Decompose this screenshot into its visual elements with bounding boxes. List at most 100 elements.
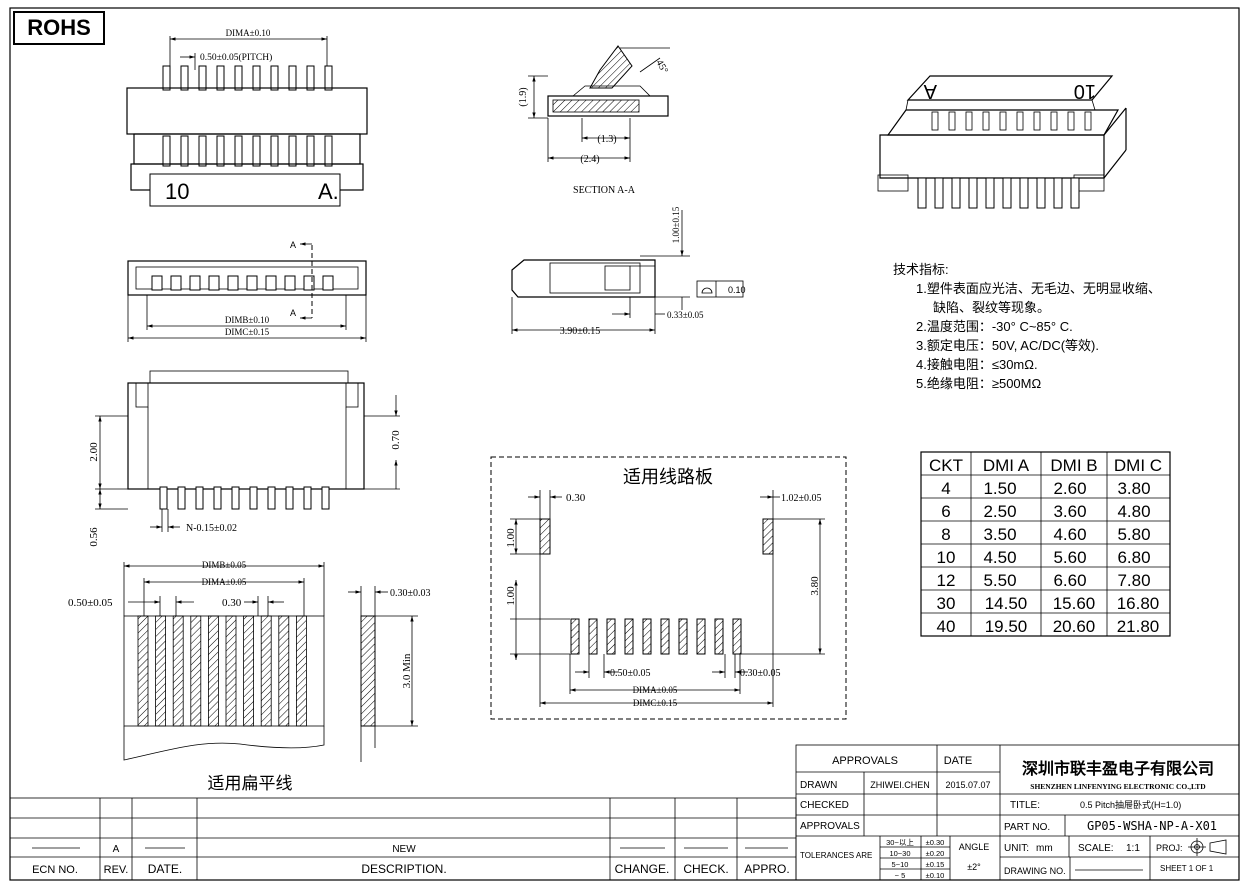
company-name-cn: 深圳市联丰盈电子有限公司 <box>1022 759 1214 778</box>
spec-line: 1.塑件表面应光洁、无毛边、无明显收缩、 <box>916 281 1161 296</box>
table-cell: 6.60 <box>1053 571 1086 590</box>
tol-value: ±0.10 <box>926 871 945 880</box>
part-no-value: GP05-WSHA-NP-A-X01 <box>1087 819 1217 833</box>
label-10: 10 <box>165 179 189 204</box>
table-cell: 10 <box>937 548 956 567</box>
pcb-pad <box>624 618 634 655</box>
spec-line: 3.额定电压：50V, AC/DC(等效). <box>916 338 1099 353</box>
solder-tail <box>267 486 276 510</box>
solder-tail <box>303 486 312 510</box>
table-cell: 4 <box>941 479 950 498</box>
w13-label: (1.3) <box>597 134 616 145</box>
drawing-no-label: DRAWING NO. <box>1004 866 1066 876</box>
bottom-pin <box>306 135 315 167</box>
h070-label: 0.70 <box>390 430 402 450</box>
bottom-view: 2.00 0.56 0.70 N-0.15±0.02 <box>88 370 402 547</box>
dim-a-label: DIMA±0.10 <box>226 28 271 38</box>
iso-contact <box>948 111 956 131</box>
iso-pin <box>968 177 978 209</box>
spec-line: 4.接触电阻：≤30mΩ. <box>916 357 1038 372</box>
bottom-pin <box>288 135 297 167</box>
appro-header: APPRO. <box>744 862 789 876</box>
dim-b-label: DIMB±0.10 <box>225 315 270 325</box>
h19-label: (1.9) <box>518 87 529 106</box>
table-cell: 7.80 <box>1117 571 1150 590</box>
unit-label: UNIT: <box>1004 843 1029 854</box>
table-cell: 2.50 <box>983 502 1016 521</box>
bottom-pin <box>162 135 171 167</box>
top-pin <box>270 65 279 91</box>
w390-label: 3.90±0.15 <box>560 326 601 337</box>
title-value: 0.5 Pitch抽屉卧式(H=1.0) <box>1080 799 1181 810</box>
table-cell: 5.60 <box>1053 548 1086 567</box>
description-value: NEW <box>392 844 416 855</box>
fpc-trace <box>190 615 202 727</box>
solder-tail <box>249 486 258 510</box>
pcb-pad <box>678 618 688 655</box>
date-header: DATE. <box>148 862 182 876</box>
spec-line: 5.绝缘电阻：≥500MΩ <box>916 376 1041 391</box>
top-pin <box>234 65 243 91</box>
iso-label-a: A <box>923 80 937 102</box>
description-header: DESCRIPTION. <box>361 862 446 876</box>
unit-value: mm <box>1036 843 1053 854</box>
dimension-table: CKT DMI A DMI B DMI C 4 1.50 2.60 3.80 6… <box>920 451 1171 637</box>
solder-tail <box>159 486 168 510</box>
solder-tail <box>177 486 186 510</box>
table-header: DMI A <box>983 456 1030 475</box>
tol-value: ±0.30 <box>926 838 945 847</box>
table-cell: 6.80 <box>1117 548 1150 567</box>
tol-range: 10~30 <box>889 849 910 858</box>
iso-contact <box>982 111 990 131</box>
scale-value: 1:1 <box>1126 843 1140 854</box>
bottom-pin <box>270 135 279 167</box>
front-pin <box>208 275 220 291</box>
iso-pin <box>934 177 944 209</box>
top-pin <box>324 65 333 91</box>
table-cell: 3.60 <box>1053 502 1086 521</box>
table-cell: 4.60 <box>1053 525 1086 544</box>
rev-value: A <box>113 844 120 855</box>
table-cell: 4.80 <box>1117 502 1150 521</box>
company-name-en: SHENZHEN LINFENYING ELECTRONIC CO.,LTD <box>1030 782 1206 791</box>
table-cell: 4.50 <box>983 548 1016 567</box>
date-col-header: DATE <box>944 755 973 767</box>
pcb-dim-a: DIMA±0.05 <box>633 685 678 695</box>
part-no-label: PART NO. <box>1004 822 1050 833</box>
iso-contact <box>1067 111 1075 131</box>
pcb-d380: 3.80 <box>809 576 821 596</box>
pcb-d030: 0.30 <box>566 492 586 504</box>
section-view: 45° (1.9) (1.3) (2.4) SECTION A-A <box>518 45 670 196</box>
fpc-dim-b: DIMB±0.05 <box>202 560 247 570</box>
solder-tail <box>213 486 222 510</box>
approvals-header: APPROVALS <box>832 755 898 767</box>
iso-contact <box>965 111 973 131</box>
iso-contact <box>931 111 939 131</box>
title-block: APPROVALS DATE DRAWN ZHIWEI.CHEN 2015.07… <box>795 744 1240 881</box>
front-pin <box>284 275 296 291</box>
table-cell: 40 <box>937 617 956 636</box>
h056-label: 0.56 <box>88 527 100 547</box>
rohs-label: ROHS <box>27 15 91 40</box>
front-pin <box>189 275 201 291</box>
approvals-label: APPROVALS <box>800 821 860 832</box>
fpc-trace <box>295 615 307 727</box>
drawing-frame <box>9 7 1240 881</box>
pcb-pad <box>714 618 724 655</box>
table-cell: 20.60 <box>1053 617 1096 636</box>
n015-label: N-0.15±0.02 <box>186 523 237 534</box>
table-cell: 12 <box>937 571 956 590</box>
table-cell: 30 <box>937 594 956 613</box>
bottom-pin <box>180 135 189 167</box>
table-cell: 14.50 <box>985 594 1028 613</box>
table-cell: 21.80 <box>1117 617 1160 636</box>
front-pin <box>151 275 163 291</box>
table-cell: 3.50 <box>983 525 1016 544</box>
fpc-pitch: 0.50±0.05 <box>68 597 113 609</box>
iso-label-10: 10 <box>1074 80 1096 102</box>
front-pin <box>303 275 315 291</box>
specs-heading: 技术指标: <box>893 262 949 277</box>
table-cell: 3.80 <box>1117 479 1150 498</box>
title-label: TITLE: <box>1010 800 1040 811</box>
